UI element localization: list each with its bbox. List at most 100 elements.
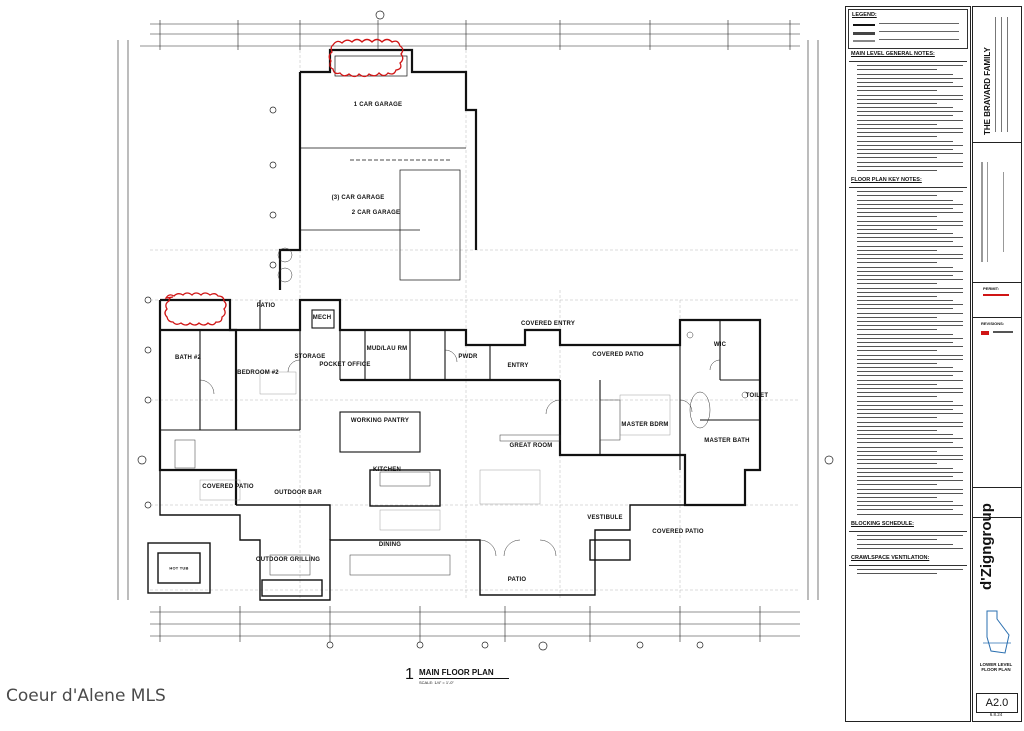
fine-print-line [857,535,963,537]
fine-print-line [857,111,963,113]
fine-print-line [857,153,963,155]
room-label-patio-west: PATIO [256,303,276,309]
fine-print-line [857,119,963,121]
fine-print-line [857,94,963,96]
fine-print-line [857,77,963,79]
garage-interior [300,55,466,281]
fine-print-line [857,165,963,167]
fine-print-line [857,492,963,494]
fine-print-line [857,509,953,511]
room-label-master-bdrm: MASTER BDRM [621,422,669,428]
fine-print-line [857,371,963,373]
fine-print-line [857,90,937,92]
legend-title: LEGEND: [852,12,877,18]
fine-print-line [857,388,963,389]
room-label-outdoor-bar: OUTDOOR BAR [274,490,322,496]
room-label-working-pantry: WORKING PANTRY [350,418,410,424]
room-label-pocket-office: POCKET OFFICE [319,362,371,368]
room-label-3-car-garage: (3) CAR GARAGE [331,195,385,201]
fine-print-line [857,132,963,134]
fine-print-line [857,547,963,549]
fine-print-line [857,140,953,142]
view-title: MAIN FLOOR PLAN [419,668,494,677]
room-label-1-car-garage: 1 CAR GARAGE [353,102,403,108]
side-dimensions [117,40,819,600]
fine-print-line [857,107,953,109]
fine-print-line [857,413,963,415]
key-notes-title: FLOOR PLAN KEY NOTES: [851,177,922,183]
fine-print-line [857,144,963,146]
fine-print-line [857,404,963,406]
fine-print-line [857,346,963,348]
mls-watermark: Coeur d'Alene MLS [6,686,166,706]
blocking-schedule-title: BLOCKING SCHEDULE: [851,521,914,527]
room-label-2-car-garage: 2 CAR GARAGE [351,210,401,216]
room-label-covered-patio-west: COVERED PATIO [202,484,254,490]
fine-print-line [857,274,953,276]
sheet-date: 6.8.24 [989,712,1003,717]
fine-print-line [857,379,963,381]
fine-print-line [857,463,937,465]
fine-print-line [857,300,953,302]
fine-print-line [857,283,937,285]
fine-print-line [857,429,937,431]
fine-print-line [857,408,953,410]
room-label-hot-tub: HOT TUB [169,565,189,571]
fine-print-line [857,425,963,427]
general-notes-list [849,61,967,174]
fine-print-line [857,270,963,272]
fine-print-line [857,212,963,214]
grid-markers [137,10,834,651]
seal-cell [973,142,1021,283]
crawlspace-list [849,565,967,578]
fine-print-line [857,350,937,352]
fine-print-line [857,539,937,541]
fine-print-line [857,421,963,423]
fine-print-line [857,65,963,67]
revisions-label: REVISIONS: [981,321,1005,326]
fine-print-line [857,266,953,268]
room-label-dining: DINING [378,542,402,548]
project-name: THE BRAVARD FAMILY [983,47,992,135]
fine-print-line [857,304,963,306]
fine-print-line [857,400,953,402]
firm-logo: d'Zigngroup [978,503,995,590]
blocking-schedule-list [849,531,967,552]
fine-print-line [857,396,937,398]
room-label-great-room: GREAT ROOM [509,443,553,449]
floor-plan-drawing [117,10,834,651]
fine-print-line [857,161,963,163]
room-label-toilet: TOILET [745,393,769,399]
room-label-bedroom-2: BEDROOM #2 [237,370,279,376]
fine-print-line [857,573,937,575]
fine-print-line [857,287,963,289]
room-label-master-bath: MASTER BATH [704,438,750,444]
sheet-title: LOWER LEVEL FLOOR PLAN [979,662,1013,672]
fine-print-line [857,203,963,205]
room-label-entry: ENTRY [507,363,529,369]
permit-cell: PERMIT: [973,282,1021,318]
room-label-covered-entry: COVERED ENTRY [520,321,576,327]
permit-label: PERMIT: [983,286,999,291]
fine-print-line [857,86,963,88]
fine-print-line [857,98,963,100]
fine-print-line [857,224,963,226]
fine-print-line [857,220,963,222]
room-label-mudroom: MUD/LAU RM [366,346,408,352]
fine-print-line [857,337,963,339]
fine-print-line [857,249,937,251]
sheet-number: A2.0 [976,693,1018,713]
fine-print-line [857,471,963,473]
room-label-covered-patio-south: COVERED PATIO [652,529,704,535]
fine-print-line [857,191,963,193]
fine-print-line [857,136,937,138]
fine-print-line [857,316,937,318]
fine-print-line [857,295,937,297]
main-walls [158,298,762,507]
fine-print-line [857,450,937,452]
fine-print-line [857,291,963,293]
room-label-bath-2: BATH #2 [175,355,201,361]
fine-print-line [857,392,963,394]
fine-print-line [857,367,953,369]
